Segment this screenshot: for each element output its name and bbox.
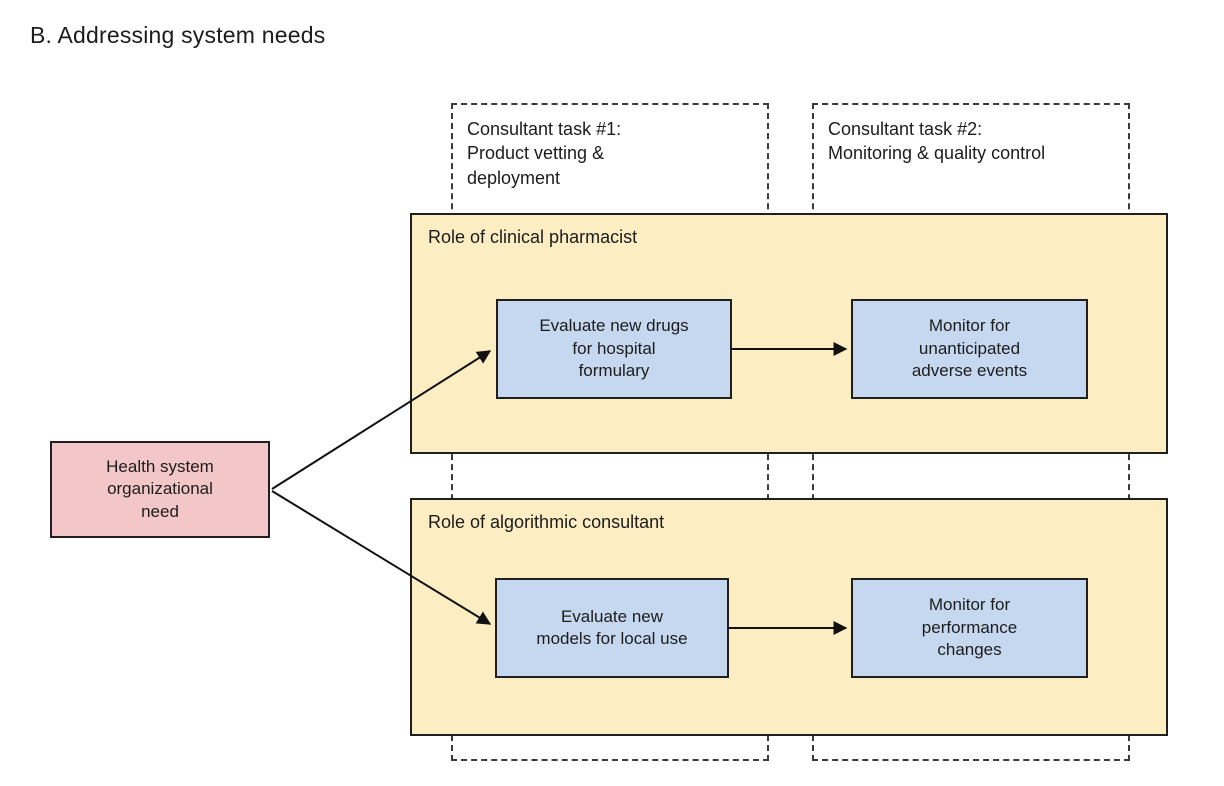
role-algorithmic-consultant-label: Role of algorithmic consultant	[428, 512, 665, 532]
task-column-1-label: Consultant task #1: Product vetting & de…	[467, 119, 622, 188]
step-monitor-adverse-events: Monitor for unanticipated adverse events	[851, 299, 1088, 399]
step-evaluate-new-drugs: Evaluate new drugs for hospital formular…	[496, 299, 732, 399]
step-evaluate-new-models: Evaluate new models for local use	[495, 578, 729, 678]
page-title: B. Addressing system needs	[30, 22, 326, 48]
step-monitor-performance-changes: Monitor for performance changes	[851, 578, 1088, 678]
task-column-2-label: Consultant task #2: Monitoring & quality…	[828, 119, 1046, 164]
role-clinical-pharmacist-label: Role of clinical pharmacist	[428, 227, 638, 247]
health-system-need-box: Health system organizational need	[50, 441, 270, 538]
